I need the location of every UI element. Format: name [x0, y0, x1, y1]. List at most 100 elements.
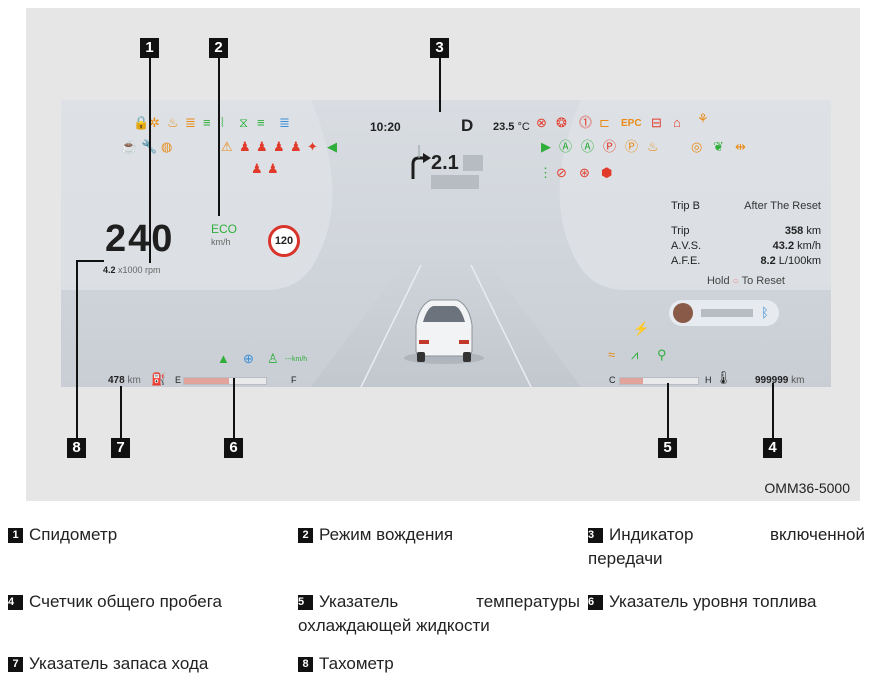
drive-mode: ECO	[211, 222, 238, 236]
callout-6: 6	[224, 438, 243, 458]
seat-heat-icon: ♨	[647, 139, 659, 154]
no-overtaking-icon: ⊘	[556, 165, 567, 180]
hill-descent-icon: ▲	[217, 351, 230, 366]
clock: 10:20	[370, 120, 401, 134]
trip-row: A.F.E.8.2 L/100km	[671, 254, 821, 269]
road-scene	[61, 100, 831, 387]
epc-indicator: EPC	[621, 118, 642, 129]
fuel-empty-label: E	[175, 375, 182, 385]
temp-cold-label: C	[609, 375, 616, 385]
cruise-driver-icon: ♙	[267, 351, 279, 366]
tire-pressure-icon: ◍	[161, 139, 173, 154]
nav-street-blurred	[431, 175, 479, 189]
phone-connection[interactable]: ᛒ	[669, 300, 779, 326]
speedometer: 240	[105, 218, 175, 260]
oil-pressure-icon: ⌂	[673, 115, 681, 130]
leader-1	[149, 56, 151, 263]
gear-warning-icon: ✲	[149, 115, 160, 130]
steering-warning-icon: ⊗	[536, 115, 547, 130]
trip-row-value: 358 km	[784, 225, 821, 237]
seatbelt-3-icon: ♟	[273, 139, 285, 154]
leader-8-elbow	[76, 260, 104, 262]
leader-8	[76, 260, 78, 439]
eco-leaf-icon: ❦	[713, 139, 724, 154]
callout-3: 3	[430, 38, 449, 58]
airbag-icon: ✦	[307, 139, 318, 154]
fuel-gauge-bar	[183, 377, 267, 385]
cluster-figure: 🔒 ✲ ♨ ≣ ≡ ⦚ ⧖ ≡ ≣ ☕ 🔧 ◍ ⚠ ♟ ♟ ♟ ♟ ✦ ◀ ♟ …	[26, 8, 860, 501]
hold-to-reset: Hold ○ To Reset	[706, 275, 785, 287]
speed-limit-sign: 120	[268, 225, 300, 257]
speed-unit: km/h	[211, 237, 231, 247]
fuel-gauge-fill	[184, 378, 230, 384]
speed-camera-icon: ⊛	[579, 165, 590, 180]
leader-3	[439, 56, 441, 112]
coolant-icon: 🌡	[715, 370, 732, 385]
callout-2: 2	[209, 38, 228, 58]
tea-cup-icon: ☕	[121, 139, 138, 154]
trip-title: Trip B	[671, 200, 700, 212]
coolant-temp-bar	[619, 377, 699, 385]
fuel-pump-icon: ⛽	[151, 372, 166, 386]
speed-limit-value: 120	[274, 235, 294, 247]
abs-icon: ◎	[691, 139, 703, 154]
lane-assist-icon: ≈	[608, 347, 616, 362]
airbag-off-icon: ⚠	[221, 139, 233, 154]
seatbelt-lock-icon: 🔒	[133, 115, 150, 130]
temp-hot-label: H	[705, 375, 712, 385]
cruise-speed: ---km/h	[285, 356, 308, 363]
leader-4	[772, 383, 774, 439]
trip-row-label: Trip	[671, 225, 690, 237]
driver-attention-icon: ⚲	[657, 347, 667, 362]
callout-1: 1	[140, 38, 159, 58]
fuel-full-label: F	[291, 375, 297, 385]
rear-fog-light-icon: ≣	[185, 115, 196, 130]
auto-hold-2-icon: Ⓐ	[581, 139, 595, 154]
instrument-cluster-display: 🔒 ✲ ♨ ≣ ≡ ⦚ ⧖ ≡ ≣ ☕ 🔧 ◍ ⚠ ♟ ♟ ♟ ♟ ✦ ◀ ♟ …	[61, 100, 831, 387]
coolant-temp-fill	[620, 378, 644, 384]
epb-fault-icon: Ⓟ	[625, 139, 639, 154]
leader-7	[120, 386, 122, 439]
seatbelt-6-icon: ♟	[267, 161, 279, 176]
low-fuel-range-icon: ⚡	[633, 321, 650, 336]
callout-7: 7	[111, 438, 130, 458]
washer-fluid-icon: ⚘	[697, 111, 709, 126]
turn-right-icon: ▶	[541, 139, 551, 154]
leader-5	[667, 383, 669, 439]
trip-row-label: A.F.E.	[671, 255, 701, 267]
seatbelt-5-icon: ♟	[251, 161, 263, 176]
reset-button-icon: ○	[732, 276, 739, 287]
seatbelt-4-icon: ♟	[290, 139, 302, 154]
trip-row: Trip 358 km	[671, 224, 821, 239]
low-beam-icon: ≡	[203, 115, 211, 130]
steering-heat-icon: ♨	[167, 115, 179, 130]
bluetooth-icon: ᛒ	[761, 305, 769, 320]
odometer: 999999 km	[755, 375, 805, 386]
steering-assist-icon: ⊕	[243, 351, 254, 366]
trip-header: Trip B After The Reset	[671, 200, 821, 212]
battery-icon: ⊟	[651, 115, 662, 130]
tachometer: 4.2 x1000 rpm	[103, 265, 161, 275]
trip-subtitle: After The Reset	[744, 200, 821, 212]
callout-8: 8	[67, 438, 86, 458]
front-fog-light-icon: ⦚	[221, 115, 224, 130]
engine-check-icon: ⊏	[599, 115, 610, 130]
brake-warning-icon: ⓵	[579, 115, 593, 130]
gear-indicator: D	[461, 116, 474, 135]
leader-6	[233, 378, 235, 439]
turn-left-icon: ◀	[327, 139, 337, 154]
trip-row-value: 43.2 km/h	[772, 240, 821, 252]
leader-2	[218, 56, 220, 216]
brake-system-icon: ❂	[556, 115, 567, 130]
callout-5: 5	[658, 438, 677, 458]
stop-sign-icon: ⬢	[601, 165, 613, 180]
